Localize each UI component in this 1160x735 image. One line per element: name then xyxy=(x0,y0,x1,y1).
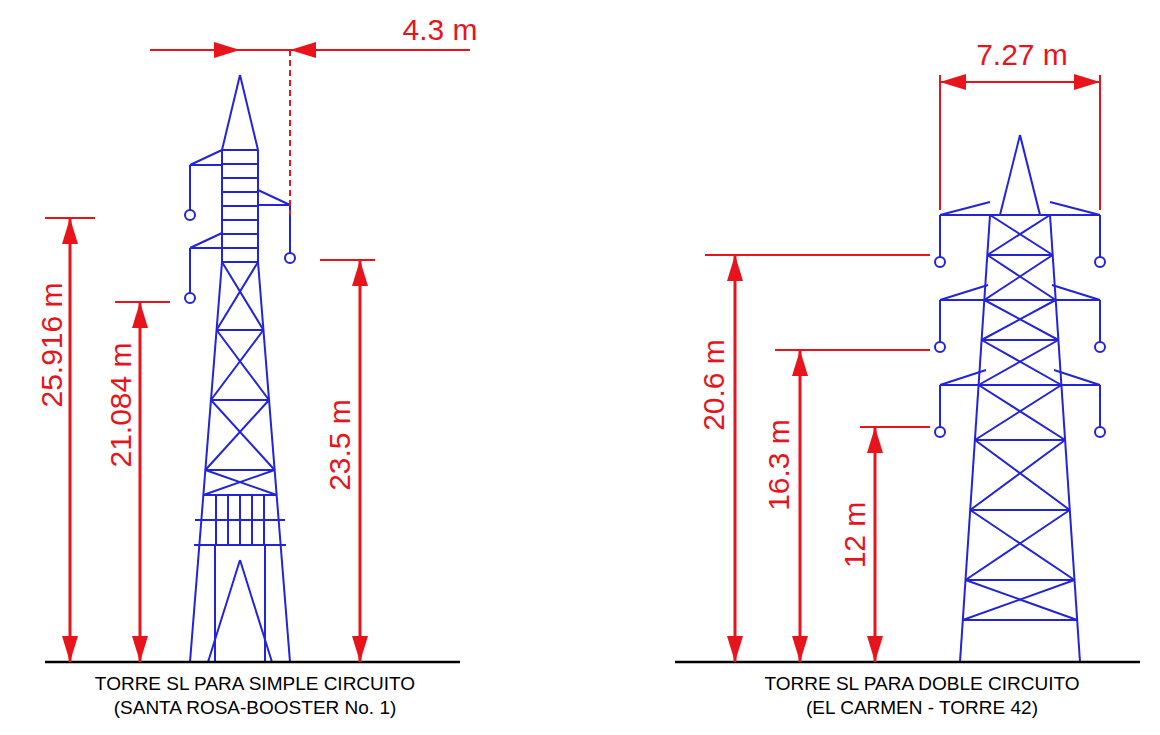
arrowhead xyxy=(727,636,743,662)
stroke xyxy=(966,510,1070,580)
stroke xyxy=(211,330,263,400)
dimension-label: 12 m xyxy=(840,502,870,569)
arrowhead xyxy=(132,636,148,662)
tower-lines xyxy=(185,75,1105,662)
stroke xyxy=(222,163,258,165)
stroke xyxy=(205,469,274,471)
dimension-label: 16.3 m xyxy=(764,419,794,511)
stroke xyxy=(970,440,1065,510)
arrowhead xyxy=(867,427,883,453)
stroke xyxy=(963,619,1077,621)
stroke xyxy=(960,215,990,662)
stroke xyxy=(966,579,1075,581)
stroke xyxy=(251,495,253,545)
stroke xyxy=(990,215,1053,255)
stroke xyxy=(222,205,258,207)
stroke xyxy=(984,255,1052,300)
stroke xyxy=(984,300,1058,340)
arrowhead xyxy=(727,255,743,281)
arrowhead xyxy=(62,218,78,244)
stroke xyxy=(222,247,258,249)
stroke xyxy=(190,262,222,662)
stroke xyxy=(208,560,240,662)
caption-text: TORRE SL PARA SIMPLE CIRCUITO xyxy=(95,674,415,693)
caption-text: (SANTA ROSA-BOOSTER No. 1) xyxy=(114,698,397,717)
stroke xyxy=(987,215,1050,255)
stroke xyxy=(970,510,1074,580)
stroke xyxy=(975,440,1070,510)
dimension-label: 25.916 m xyxy=(37,282,67,407)
stroke xyxy=(222,261,258,263)
stroke xyxy=(982,339,1059,341)
stroke xyxy=(979,384,1062,386)
stroke xyxy=(222,219,258,221)
dimension-label: 20.6 m xyxy=(699,339,729,431)
stroke xyxy=(217,330,269,400)
stroke xyxy=(982,340,1062,385)
stroke xyxy=(217,329,264,331)
stroke xyxy=(975,439,1065,441)
stroke xyxy=(263,495,265,545)
arrowhead xyxy=(940,74,966,90)
ground-lines xyxy=(45,661,1140,664)
stroke xyxy=(987,254,1052,256)
stroke xyxy=(203,470,274,495)
stroke xyxy=(264,545,266,662)
stroke xyxy=(217,262,258,330)
stroke xyxy=(979,340,1059,385)
stroke xyxy=(215,495,217,545)
dimension-label: 21.084 m xyxy=(106,342,136,467)
stroke xyxy=(211,399,269,401)
arrowhead xyxy=(792,350,808,376)
arrowhead xyxy=(792,636,808,662)
dimension-label: 23.5 m xyxy=(325,399,355,491)
stroke xyxy=(211,400,275,470)
arrowhead xyxy=(867,636,883,662)
stroke xyxy=(990,214,1050,216)
arrowhead xyxy=(214,42,240,58)
stroke xyxy=(240,560,272,662)
dimension-lines xyxy=(45,42,1100,662)
stroke xyxy=(222,233,258,235)
stroke xyxy=(982,300,1056,340)
dimension-label: 4.3 m xyxy=(402,15,477,45)
stroke xyxy=(975,385,1062,440)
stroke xyxy=(222,262,263,330)
arrowhead xyxy=(132,302,148,328)
stroke xyxy=(1050,215,1080,662)
arrowhead xyxy=(1074,74,1100,90)
stroke xyxy=(227,495,229,545)
caption-text: TORRE SL PARA DOBLE CIRCUITO xyxy=(765,674,1080,693)
dimension-label: 7.27 m xyxy=(976,40,1068,70)
stroke xyxy=(963,580,1075,620)
stroke xyxy=(258,262,290,662)
stroke xyxy=(979,385,1066,440)
arrowhead xyxy=(352,636,368,662)
stroke xyxy=(987,255,1055,300)
arrowhead xyxy=(62,636,78,662)
caption-text: (EL CARMEN - TORRE 42) xyxy=(806,698,1038,717)
arrowhead xyxy=(352,260,368,286)
stroke xyxy=(984,299,1055,301)
stroke xyxy=(214,545,216,662)
stroke xyxy=(239,495,241,545)
stroke xyxy=(222,177,258,179)
stroke xyxy=(205,400,269,470)
stroke xyxy=(222,191,258,193)
arrowhead xyxy=(290,42,316,58)
stroke xyxy=(970,509,1070,511)
